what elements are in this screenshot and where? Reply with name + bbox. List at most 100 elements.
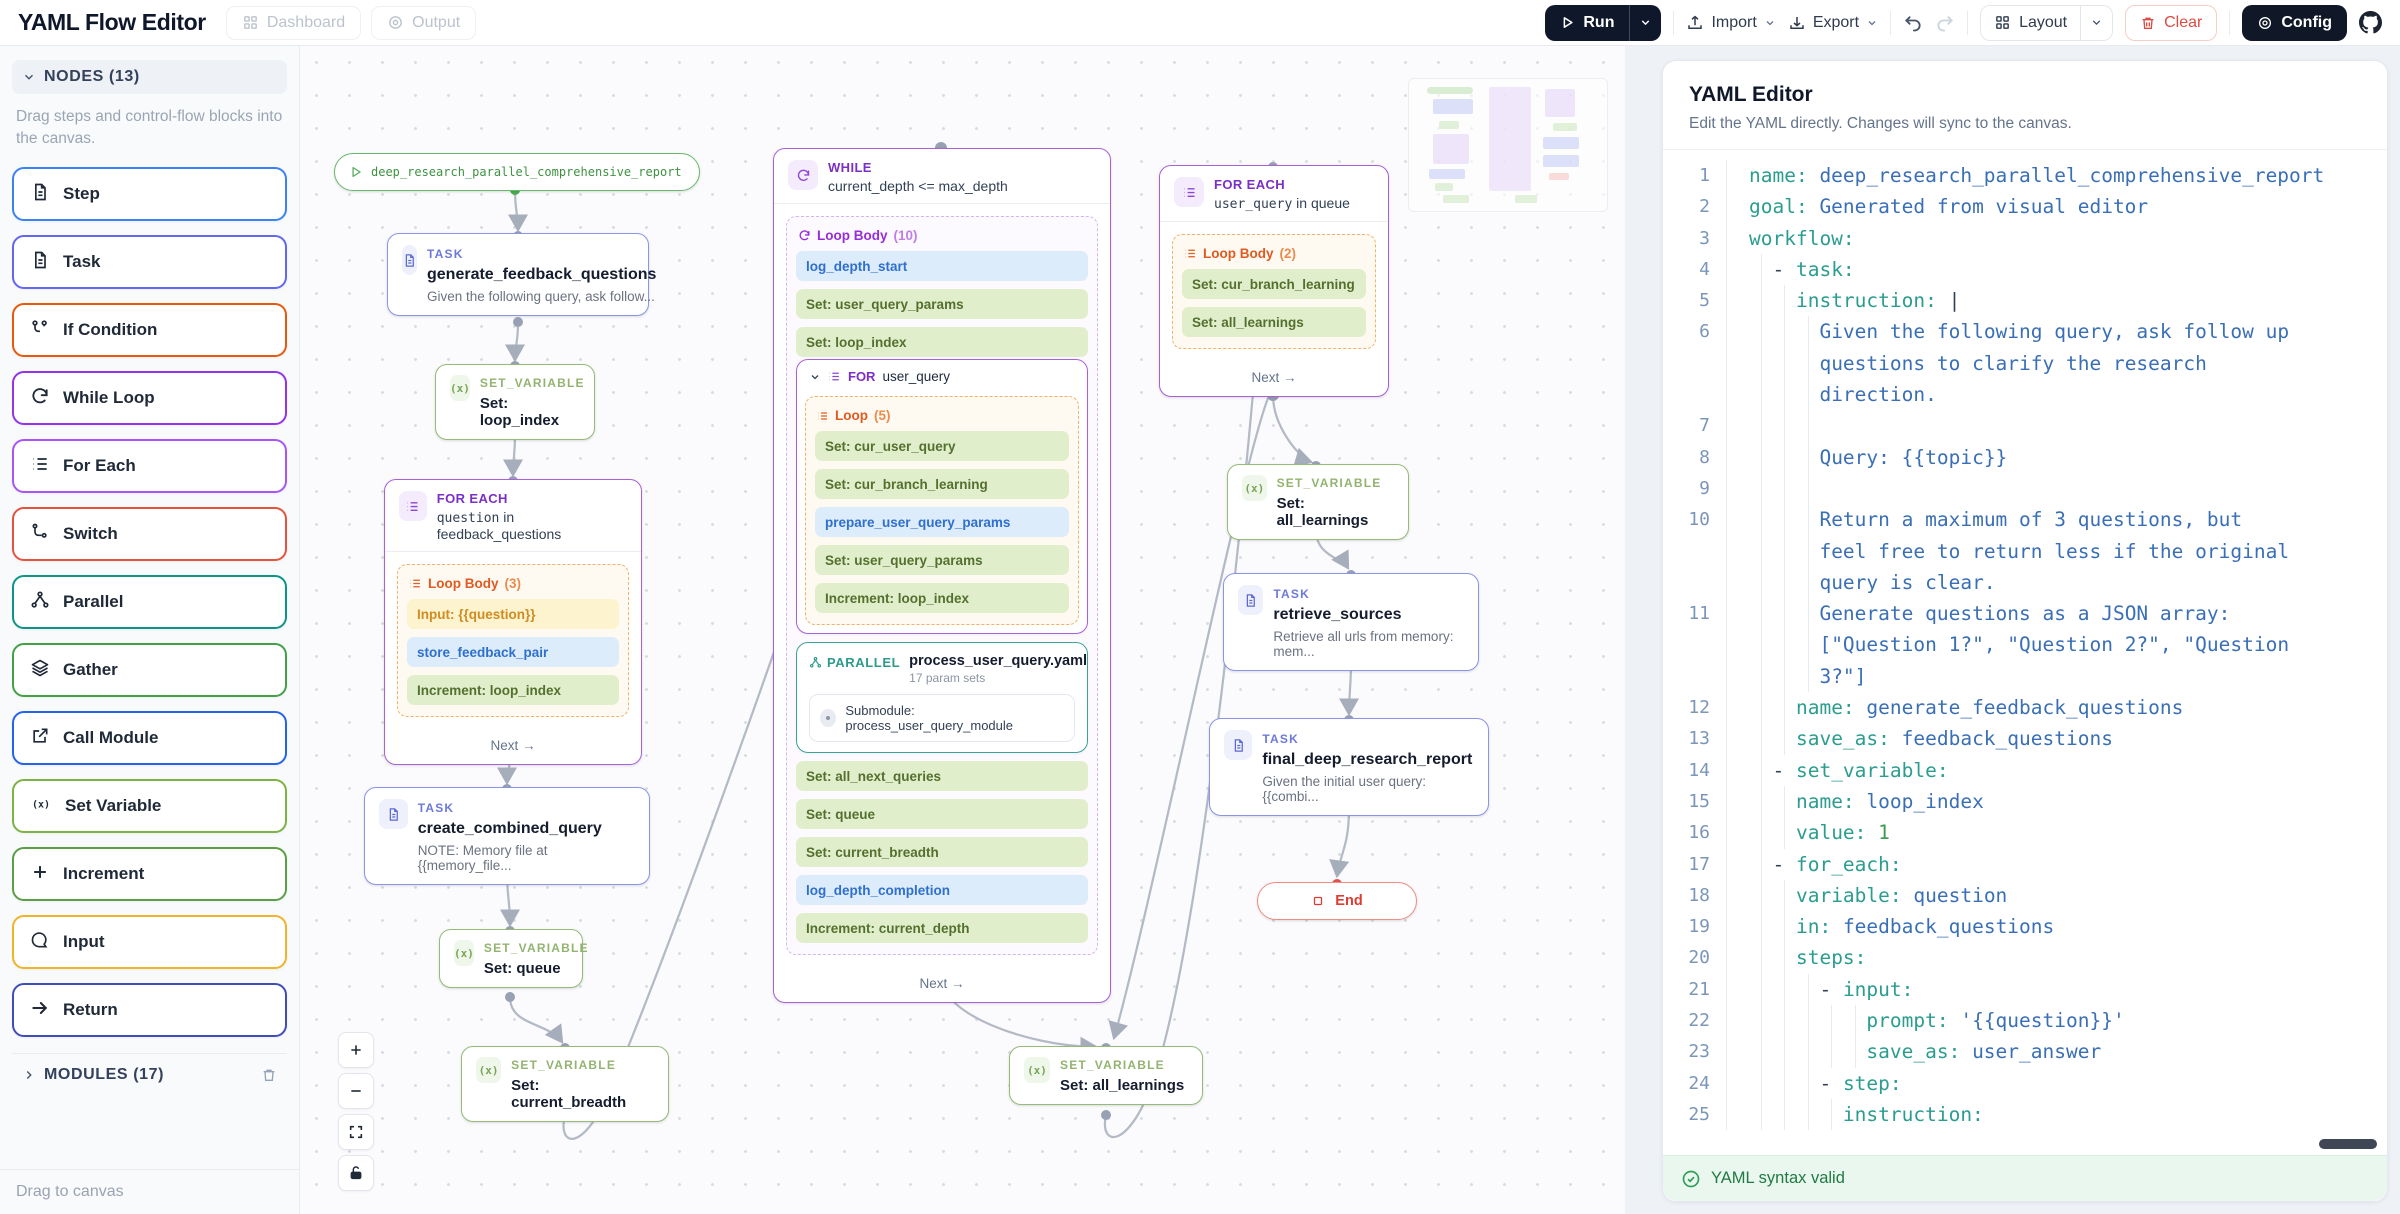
palette-node-step[interactable]: Step xyxy=(12,167,287,221)
set-variable-node-loop-index[interactable]: (x) SET_VARIABLE Set: loop_index xyxy=(435,364,595,440)
export-button[interactable]: Export xyxy=(1788,14,1878,32)
foreach-node-user-query[interactable]: FOR EACH user_query in queue Loop Body (… xyxy=(1159,165,1389,397)
flow-canvas[interactable]: deep_research_parallel_comprehensive_rep… xyxy=(300,46,1625,1214)
loop-step-chip[interactable]: Set: loop_index xyxy=(796,327,1088,357)
foreach-node-question[interactable]: FOR EACH question in feedback_questions … xyxy=(384,479,642,765)
loop-step-chip[interactable]: Input: {{question}} xyxy=(407,599,619,629)
loop-step-chip[interactable]: Set: user_query_params xyxy=(796,289,1088,319)
code-line[interactable]: 11 Generate questions as a JSON array: xyxy=(1663,598,2387,629)
modules-section-header[interactable]: MODULES (17) xyxy=(12,1053,287,1090)
redo-button[interactable] xyxy=(1935,13,1955,33)
horizontal-scrollbar-thumb[interactable] xyxy=(2319,1139,2377,1149)
while-node[interactable]: WHILE current_depth <= max_depth Loop Bo… xyxy=(773,148,1111,1003)
code-line[interactable]: direction. xyxy=(1663,379,2387,410)
palette-node-increment[interactable]: Increment xyxy=(12,847,287,901)
palette-node-if-condition[interactable]: If Condition xyxy=(12,303,287,357)
code-line[interactable]: ["Question 1?", "Question 2?", "Question xyxy=(1663,629,2387,660)
code-line[interactable]: 14 - set_variable: xyxy=(1663,755,2387,786)
loop-step-chip[interactable]: log_depth_completion xyxy=(796,875,1088,905)
palette-node-switch[interactable]: Switch xyxy=(12,507,287,561)
loop-step-chip[interactable]: store_feedback_pair xyxy=(407,637,619,667)
set-variable-node-all-learnings[interactable]: (x) SET_VARIABLE Set: all_learnings xyxy=(1227,464,1409,540)
nodes-section-header[interactable]: NODES (13) xyxy=(12,60,287,94)
dashboard-button[interactable]: Dashboard xyxy=(226,6,361,40)
trash-icon[interactable] xyxy=(261,1067,277,1083)
task-node-generate-feedback-questions[interactable]: TASK generate_feedback_questions Given t… xyxy=(387,233,649,316)
zoom-in-button[interactable] xyxy=(338,1032,374,1068)
code-line[interactable]: 20 steps: xyxy=(1663,942,2387,973)
next-handle[interactable]: Next → xyxy=(1160,361,1388,396)
import-button[interactable]: Import xyxy=(1686,14,1775,32)
code-line[interactable]: 16 value: 1 xyxy=(1663,817,2387,848)
github-icon[interactable] xyxy=(2359,11,2382,34)
code-line[interactable]: 18 variable: question xyxy=(1663,880,2387,911)
chevron-down-icon[interactable] xyxy=(809,371,821,383)
loop-step-chip[interactable]: Set: cur_user_query xyxy=(815,431,1069,461)
code-line[interactable]: 25 instruction: xyxy=(1663,1099,2387,1130)
palette-node-set-variable[interactable]: (x)Set Variable xyxy=(12,779,287,833)
set-variable-node-current-breadth[interactable]: (x) SET_VARIABLE Set: current_breadth xyxy=(461,1046,669,1122)
output-button[interactable]: Output xyxy=(371,6,476,40)
submodule-row[interactable]: Submodule: process_user_query_module xyxy=(809,694,1075,742)
code-line[interactable]: 15 name: loop_index xyxy=(1663,786,2387,817)
loop-step-chip[interactable]: Set: current_breadth xyxy=(796,837,1088,867)
code-line[interactable]: 17 - for_each: xyxy=(1663,849,2387,880)
code-line[interactable]: 5 instruction: | xyxy=(1663,285,2387,316)
fit-view-button[interactable] xyxy=(338,1114,374,1150)
start-node[interactable]: deep_research_parallel_comprehensive_rep… xyxy=(334,153,700,191)
code-line[interactable]: 22 prompt: '{{question}}' xyxy=(1663,1005,2387,1036)
set-variable-node-queue[interactable]: (x) SET_VARIABLE Set: queue xyxy=(439,929,583,988)
nested-for-node[interactable]: FOR user_query Loop (5) Set: cur_user_qu… xyxy=(796,359,1088,634)
code-line[interactable]: 3?"] xyxy=(1663,661,2387,692)
palette-node-return[interactable]: Return xyxy=(12,983,287,1037)
code-line[interactable]: feel free to return less if the original xyxy=(1663,536,2387,567)
code-line[interactable]: 13 save_as: feedback_questions xyxy=(1663,723,2387,754)
code-line[interactable]: 1name: deep_research_parallel_comprehens… xyxy=(1663,160,2387,191)
run-split-button[interactable]: Run xyxy=(1545,5,1661,41)
yaml-code-editor[interactable]: 1name: deep_research_parallel_comprehens… xyxy=(1663,150,2387,1155)
loop-step-chip[interactable]: log_depth_start xyxy=(796,251,1088,281)
loop-step-chip[interactable]: Increment: current_depth xyxy=(796,913,1088,943)
loop-step-chip[interactable]: Set: queue xyxy=(796,799,1088,829)
lock-button[interactable] xyxy=(338,1155,374,1191)
code-line[interactable]: 12 name: generate_feedback_questions xyxy=(1663,692,2387,723)
loop-step-chip[interactable]: Set: all_next_queries xyxy=(796,761,1088,791)
palette-node-task[interactable]: Task xyxy=(12,235,287,289)
palette-node-call-module[interactable]: Call Module xyxy=(12,711,287,765)
palette-node-gather[interactable]: Gather xyxy=(12,643,287,697)
task-node-create-combined-query[interactable]: TASK create_combined_query NOTE: Memory … xyxy=(364,787,650,885)
code-line[interactable]: questions to clarify the research xyxy=(1663,348,2387,379)
loop-step-chip[interactable]: Increment: loop_index xyxy=(407,675,619,705)
code-line[interactable]: 24 - step: xyxy=(1663,1068,2387,1099)
palette-node-parallel[interactable]: Parallel xyxy=(12,575,287,629)
code-line[interactable]: 7 xyxy=(1663,410,2387,441)
layout-button[interactable]: Layout xyxy=(1980,5,2081,41)
task-node-retrieve-sources[interactable]: TASK retrieve_sources Retrieve all urls … xyxy=(1223,573,1479,671)
code-line[interactable]: 9 xyxy=(1663,473,2387,504)
code-line[interactable]: 19 in: feedback_questions xyxy=(1663,911,2387,942)
end-node[interactable]: End xyxy=(1257,882,1417,920)
set-variable-node-all-learnings-bottom[interactable]: (x) SET_VARIABLE Set: all_learnings xyxy=(1009,1046,1203,1105)
run-button[interactable]: Run xyxy=(1545,5,1629,41)
loop-step-chip[interactable]: Set: user_query_params xyxy=(815,545,1069,575)
palette-node-for-each[interactable]: For Each xyxy=(12,439,287,493)
undo-button[interactable] xyxy=(1903,13,1923,33)
run-options-button[interactable] xyxy=(1629,5,1661,41)
next-handle[interactable]: Next → xyxy=(385,729,641,764)
config-button[interactable]: Config xyxy=(2242,5,2347,41)
minimap[interactable] xyxy=(1408,78,1608,212)
code-line[interactable]: 6 Given the following query, ask follow … xyxy=(1663,316,2387,347)
loop-step-chip[interactable]: Set: all_learnings xyxy=(1182,307,1366,337)
zoom-out-button[interactable] xyxy=(338,1073,374,1109)
clear-button[interactable]: Clear xyxy=(2125,5,2217,41)
task-node-final-report[interactable]: TASK final_deep_research_report Given th… xyxy=(1209,718,1489,816)
code-line[interactable]: 21 - input: xyxy=(1663,974,2387,1005)
code-line[interactable]: 3workflow: xyxy=(1663,223,2387,254)
code-line[interactable]: 8 Query: {{topic}} xyxy=(1663,442,2387,473)
code-line[interactable]: query is clear. xyxy=(1663,567,2387,598)
next-handle[interactable]: Next → xyxy=(774,967,1110,1002)
loop-step-chip[interactable]: Set: cur_branch_learning xyxy=(1182,269,1366,299)
code-line[interactable]: 4 - task: xyxy=(1663,254,2387,285)
code-line[interactable]: 10 Return a maximum of 3 questions, but xyxy=(1663,504,2387,535)
code-line[interactable]: 23 save_as: user_answer xyxy=(1663,1036,2387,1067)
